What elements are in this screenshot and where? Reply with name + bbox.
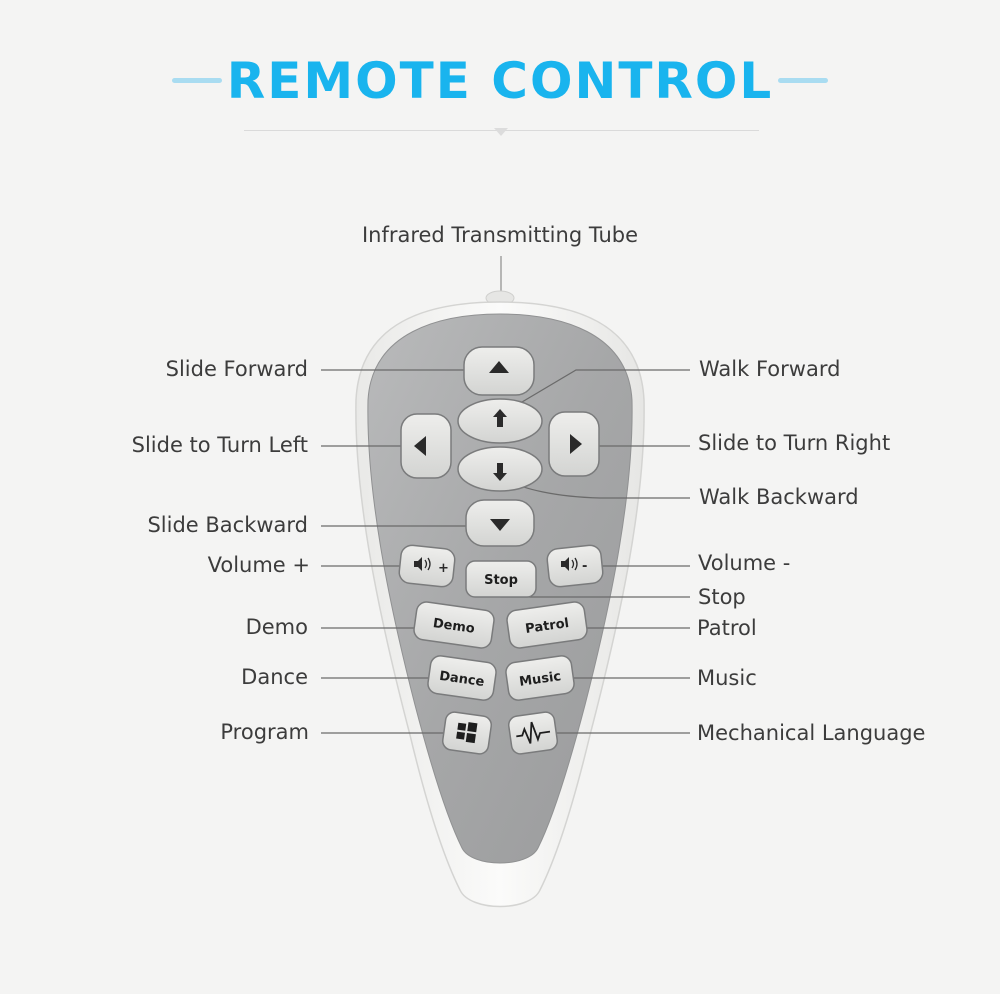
speaker-icon: [414, 557, 431, 571]
label-demo: Demo: [245, 615, 308, 639]
dance-button[interactable]: Dance: [427, 655, 498, 702]
patrol-button-label: Patrol: [524, 616, 570, 637]
mechanical-language-button[interactable]: [507, 711, 559, 755]
slide-turn-right-button[interactable]: [548, 411, 600, 477]
dance-button-label: Dance: [438, 669, 485, 690]
label-music: Music: [697, 666, 757, 690]
label-stop: Stop: [698, 585, 746, 609]
music-button[interactable]: Music: [505, 655, 576, 702]
stop-button[interactable]: Stop: [465, 560, 537, 598]
label-volume-minus: Volume -: [698, 551, 791, 575]
music-button-label: Music: [518, 669, 562, 690]
label-walk-forward: Walk Forward: [699, 357, 841, 381]
down-arrow-icon: [493, 463, 507, 481]
demo-button[interactable]: Demo: [413, 601, 496, 649]
up-triangle-icon: [489, 361, 509, 373]
label-program: Program: [220, 720, 309, 744]
up-arrow-icon: [493, 409, 507, 427]
title-divider-notch: [494, 128, 508, 136]
label-slide-backward: Slide Backward: [147, 513, 308, 537]
volume-plus-sign: +: [438, 561, 449, 576]
program-button[interactable]: [441, 711, 493, 755]
volume-plus-button[interactable]: +: [398, 544, 456, 588]
slide-forward-button[interactable]: [463, 346, 535, 396]
label-volume-plus: Volume +: [207, 553, 310, 577]
walk-backward-button[interactable]: [457, 446, 543, 492]
label-slide-turn-right: Slide to Turn Right: [698, 431, 891, 455]
slide-turn-left-button[interactable]: [400, 413, 452, 479]
windows-icon: [456, 722, 478, 744]
label-patrol: Patrol: [697, 616, 757, 640]
speaker-icon: [561, 557, 578, 571]
label-walk-backward: Walk Backward: [699, 485, 859, 509]
left-triangle-icon: [414, 436, 426, 456]
right-triangle-icon: [570, 434, 582, 454]
patrol-button[interactable]: Patrol: [506, 601, 589, 649]
stop-button-label: Stop: [484, 573, 518, 588]
label-infrared-tube: Infrared Transmitting Tube: [361, 223, 639, 247]
waveform-icon: [516, 721, 551, 744]
volume-minus-button[interactable]: -: [546, 544, 604, 588]
demo-button-label: Demo: [432, 616, 476, 637]
page-title: REMOTE CONTROL: [226, 52, 774, 110]
label-slide-forward: Slide Forward: [165, 357, 308, 381]
title-dash-right: [778, 78, 828, 83]
title-dash-left: [172, 78, 222, 83]
label-slide-turn-left: Slide to Turn Left: [131, 433, 308, 457]
walk-forward-button[interactable]: [457, 398, 543, 444]
leader-walk-forward: [499, 369, 690, 416]
label-mechanical-language: Mechanical Language: [697, 721, 926, 745]
slide-backward-button[interactable]: [465, 499, 535, 547]
down-triangle-icon: [490, 519, 510, 531]
volume-minus-sign: -: [582, 559, 587, 574]
label-dance: Dance: [241, 665, 308, 689]
